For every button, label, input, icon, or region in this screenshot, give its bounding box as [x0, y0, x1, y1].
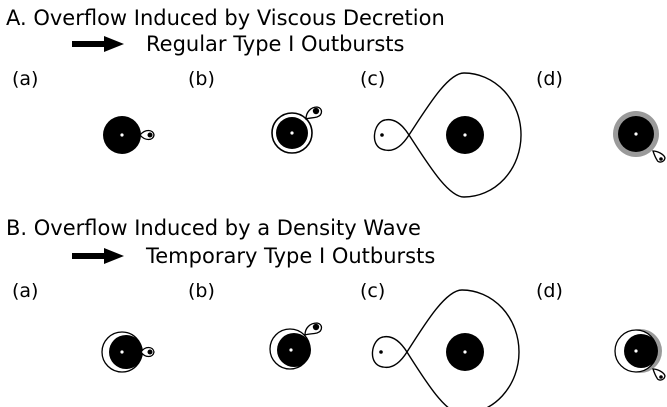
panel-b-system	[271, 106, 323, 154]
section-a-result: Regular Type I Outbursts	[146, 32, 404, 56]
panel-c-label: (c)	[360, 280, 385, 302]
right-arrow-icon	[72, 248, 124, 264]
section-a-title: A. Overflow Induced by Viscous Decretion	[6, 6, 445, 30]
panel-c-system	[371, 289, 520, 407]
panel-b-system	[269, 322, 323, 370]
panel-a-system	[101, 331, 155, 373]
panel-b-label: (b)	[188, 68, 215, 90]
section-a: A. Overflow Induced by Viscous Decretion…	[6, 6, 666, 198]
panel-d-label: (d)	[536, 68, 563, 90]
panel-a-system	[103, 116, 155, 154]
panel-a-label: (a)	[12, 68, 38, 90]
panel-d-system	[614, 329, 666, 381]
section-b-title: B. Overflow Induced by a Density Wave	[6, 216, 421, 240]
section-b-result: Temporary Type I Outbursts	[145, 244, 435, 268]
panel-a-label: (a)	[12, 280, 38, 302]
panel-d-system	[613, 111, 666, 163]
right-arrow-icon	[72, 36, 124, 52]
panel-b-label: (b)	[188, 280, 215, 302]
panel-c-system	[373, 72, 522, 198]
panel-d-label: (d)	[536, 280, 563, 302]
section-b: B. Overflow Induced by a Density Wave Te…	[6, 216, 666, 407]
panel-c-label: (c)	[360, 68, 385, 90]
